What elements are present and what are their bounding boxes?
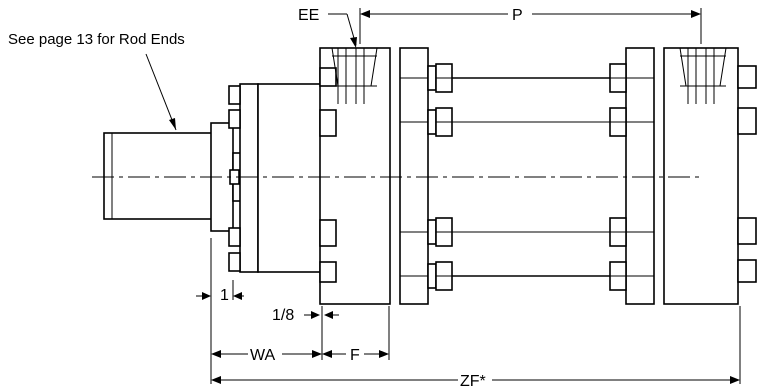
cap-end — [663, 47, 757, 305]
rod-end-arrowhead — [169, 118, 176, 130]
one-eighth-label: 1/8 — [272, 307, 294, 324]
ee-dimension: EE — [298, 7, 357, 48]
retainer-plate — [228, 83, 323, 273]
zf-dimension: ZF* — [211, 373, 740, 390]
cap-flange — [625, 47, 655, 305]
wa-label: WA — [250, 347, 276, 364]
cylinder-barrel — [452, 77, 610, 277]
f-dimension: F — [322, 347, 389, 364]
one-eighth-dimension: 1/8 — [272, 307, 339, 324]
wa-dimension: WA — [211, 347, 322, 364]
ee-label: EE — [298, 7, 319, 24]
zf-label: ZF* — [460, 373, 486, 390]
extension-lines — [210, 238, 741, 384]
p-label: P — [512, 7, 523, 24]
tie-rod-nuts-cap — [609, 63, 627, 291]
rod-end-note: See page 13 for Rod Ends — [8, 31, 185, 48]
head-port — [331, 47, 378, 104]
one-label: 1 — [220, 287, 229, 304]
piston-rod — [103, 132, 213, 220]
cap-port — [679, 47, 727, 104]
rod-end-leader — [145, 53, 177, 131]
f-label: F — [350, 347, 360, 364]
tie-rod-nuts-head — [427, 63, 453, 291]
p-dimension: P — [359, 7, 702, 44]
head-end-cap — [319, 47, 391, 305]
one-dimension: 1 — [196, 287, 244, 304]
head-flange — [399, 47, 429, 305]
